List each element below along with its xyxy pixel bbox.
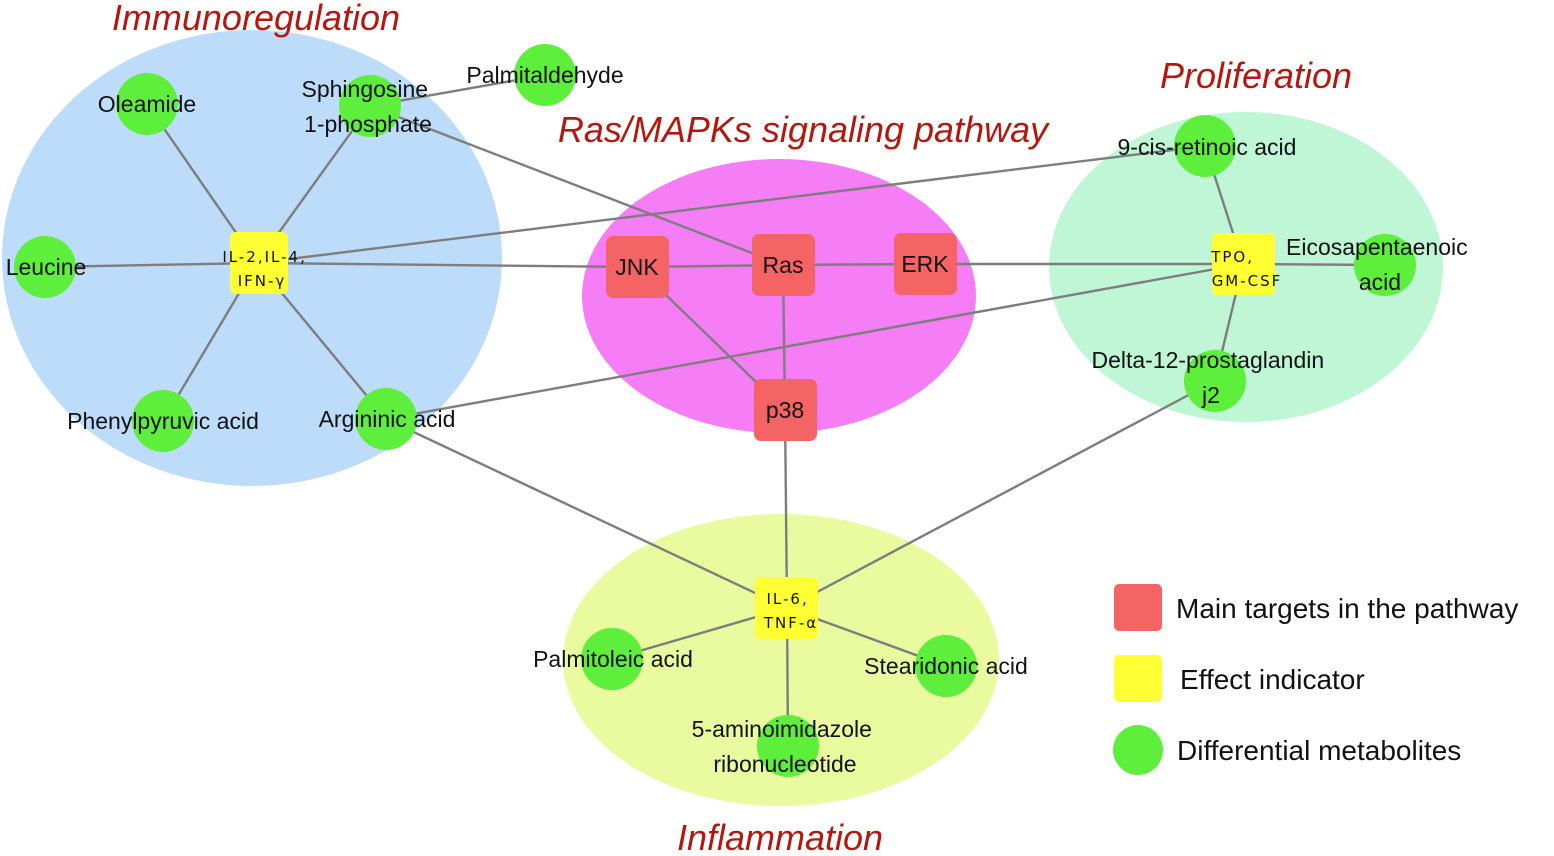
ras-label: Ras bbox=[763, 252, 804, 278]
ras-node bbox=[752, 234, 815, 296]
tpo-line-2: GM-CSF bbox=[1212, 272, 1283, 290]
legend-target-swatch bbox=[1114, 584, 1162, 631]
erk-node bbox=[894, 233, 957, 295]
target-nodes: JNK Ras ERK p38 bbox=[606, 233, 957, 441]
aminoimidazole-line-1: 5-aminoimidazole bbox=[692, 716, 872, 742]
aminoimidazole-node bbox=[757, 715, 819, 777]
eicosapentaenoic-line-1: Eicosapentaenoic bbox=[1286, 234, 1468, 260]
oleamide-node bbox=[116, 73, 178, 135]
edge-il2-leucine bbox=[44, 261, 258, 269]
edge-il2-jnk bbox=[256, 261, 638, 269]
inflammation-title: Inflammation bbox=[677, 817, 883, 856]
aminoimidazole-label: 5-aminoimidazole ribonucleotide bbox=[692, 716, 879, 777]
p38-node bbox=[754, 379, 817, 441]
oleamide-label: Oleamide bbox=[98, 91, 196, 117]
sphingosine-line-2: 1-phosphate bbox=[304, 111, 432, 137]
erk-label: ERK bbox=[901, 251, 949, 277]
prostaglandin-line-1: Delta-12-prostaglandin bbox=[1091, 347, 1324, 373]
inflammation-region bbox=[563, 514, 999, 806]
ras-mapk-title: Ras/MAPKs signaling pathway bbox=[558, 109, 1050, 150]
il6-tnf-label: IL-6, TNF-α bbox=[763, 590, 818, 632]
edge-il2-retinoic bbox=[256, 144, 1206, 265]
tpo-gmcsf-node bbox=[1212, 233, 1275, 295]
edge-prostaglandin-il6 bbox=[786, 379, 1216, 610]
argininic-node bbox=[355, 388, 417, 450]
eicosapentaenoic-node bbox=[1354, 234, 1416, 296]
sphingosine-line-1: Sphingosine bbox=[302, 76, 429, 102]
il6-tnf-node bbox=[755, 577, 818, 639]
palmitaldehyde-label: Palmitaldehyde bbox=[466, 62, 623, 88]
retinoic-label: 9-cis-retinoic acid bbox=[1118, 134, 1297, 160]
jnk-node bbox=[606, 236, 669, 298]
argininic-label: Argininic acid bbox=[319, 406, 456, 432]
edge-p38-il6 bbox=[783, 409, 789, 609]
il6-line-1: IL-6, bbox=[766, 590, 808, 608]
prostaglandin-node bbox=[1184, 350, 1246, 412]
proliferation-title: Proliferation bbox=[1160, 55, 1352, 96]
tpo-gmcsf-label: TPO, GM-CSF bbox=[1210, 248, 1282, 290]
retinoic-node bbox=[1174, 115, 1236, 177]
edge-tpo-argininic bbox=[385, 262, 1244, 421]
prostaglandin-line-2: j2 bbox=[1201, 382, 1220, 408]
il6-line-2: TNF-α bbox=[763, 614, 818, 632]
legend-metabolite-label: Differential metabolites bbox=[1177, 735, 1461, 766]
prostaglandin-label: Delta-12-prostaglandin j2 bbox=[1091, 347, 1330, 408]
legend-indicator-label: Effect indicator bbox=[1180, 664, 1365, 695]
immunoregulation-title: Immunoregulation bbox=[112, 0, 400, 38]
legend-indicator-swatch bbox=[1114, 655, 1162, 702]
edge-argininic-il6 bbox=[385, 417, 788, 610]
leucine-node bbox=[14, 236, 76, 298]
legend: Main targets in the pathway Effect indic… bbox=[1113, 584, 1518, 775]
group-titles: Immunoregulation Ras/MAPKs signaling pat… bbox=[112, 0, 1352, 856]
jnk-label: JNK bbox=[615, 254, 659, 280]
legend-target-label: Main targets in the pathway bbox=[1176, 593, 1518, 624]
il2-line-2: IFN-γ bbox=[238, 272, 287, 290]
phenylpyruvic-node bbox=[132, 390, 194, 452]
stearidonic-label: Stearidonic acid bbox=[864, 653, 1028, 679]
palmitaldehyde-node bbox=[514, 44, 576, 106]
legend-metabolite-swatch bbox=[1113, 725, 1163, 775]
il2-il4-ifn-label: IL-2,IL-4, IFN-γ bbox=[222, 248, 313, 290]
eicosapentaenoic-line-2: acid bbox=[1359, 269, 1401, 295]
p38-label: p38 bbox=[766, 397, 804, 423]
edge-sphingosine-ras bbox=[369, 104, 784, 267]
indicator-nodes: IL-2,IL-4, IFN-γ TPO, GM-CSF IL-6, TNF-α bbox=[222, 232, 1282, 639]
tpo-line-1: TPO, bbox=[1210, 248, 1254, 266]
metabolite-labels: Oleamide Sphingosine 1-phosphate Palmita… bbox=[6, 62, 1474, 777]
palmitoleic-node bbox=[581, 628, 643, 690]
il2-il4-ifn-node bbox=[230, 232, 288, 294]
sphingosine-label: Sphingosine 1-phosphate bbox=[302, 76, 435, 137]
il2-line-1: IL-2,IL-4, bbox=[222, 248, 306, 266]
stearidonic-node bbox=[915, 635, 977, 697]
aminoimidazole-line-2: ribonucleotide bbox=[713, 751, 856, 777]
metabolite-nodes bbox=[14, 44, 1416, 777]
sphingosine-node bbox=[339, 75, 401, 137]
palmitoleic-label: Palmitoleic acid bbox=[533, 646, 693, 672]
eicosapentaenoic-label: Eicosapentaenoic acid bbox=[1286, 234, 1474, 295]
leucine-label: Leucine bbox=[6, 254, 87, 280]
phenylpyruvic-label: Phenylpyruvic acid bbox=[67, 408, 259, 434]
